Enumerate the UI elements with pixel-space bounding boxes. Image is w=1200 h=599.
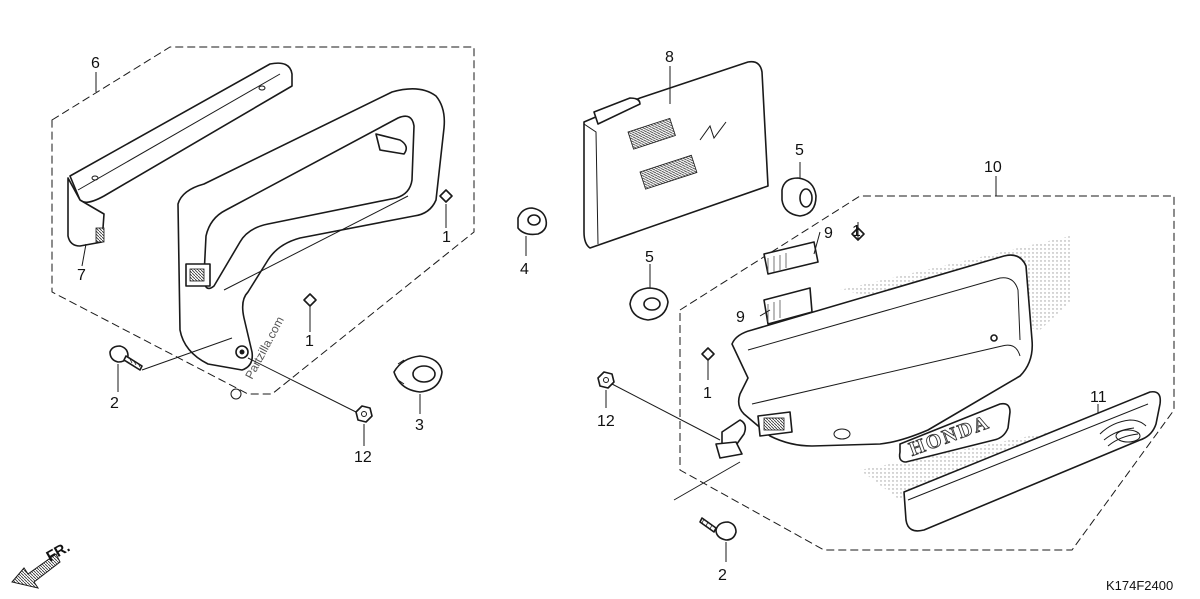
part-8-mark — [699, 121, 727, 141]
nut-12-right-hole — [603, 377, 609, 383]
nut-12-left-hole — [361, 411, 367, 417]
left-cover-assembly: Partzilla.com — [51, 46, 475, 446]
right-cover-upper-edge — [747, 277, 1021, 351]
callout-6: 6 — [91, 55, 100, 72]
watermark-logo — [230, 388, 242, 400]
grommet-3 — [393, 355, 443, 393]
grommet-4 — [517, 207, 548, 256]
left-cover-mount-hole-center — [239, 349, 245, 355]
callout-4: 4 — [520, 261, 529, 278]
left-cover-inner-edge — [223, 195, 409, 291]
right-cover-assembly: HONDA — [597, 176, 1175, 562]
lead-9b — [759, 309, 771, 317]
right-cover-slot-inner — [763, 417, 785, 431]
grommet-1-right-mid — [701, 347, 715, 361]
right-cover-hole — [833, 428, 851, 440]
right-cover-lower-edge — [751, 344, 1021, 405]
right-side-cover — [731, 254, 1034, 447]
grommet-5-lower — [629, 264, 669, 321]
callout-12: 12 — [354, 449, 372, 466]
part-8-pad — [583, 60, 769, 249]
grommet-5-upper — [781, 162, 817, 217]
part-6-hole-b — [91, 175, 99, 181]
lead-2a-route — [141, 337, 233, 371]
bolt-2-left — [109, 345, 143, 371]
callout-9: 9 — [736, 309, 745, 326]
bolt-2-right — [699, 517, 737, 541]
wing-emblem — [1099, 419, 1147, 447]
part-6-ridge — [77, 73, 281, 191]
callout-2: 2 — [718, 567, 727, 584]
part-7-grip — [95, 227, 105, 243]
wing-emblem-ring — [1115, 429, 1141, 443]
right-cover-tab-foot — [715, 441, 743, 459]
callout-10: 10 — [984, 159, 1002, 176]
grommet-1-top — [439, 189, 453, 203]
callout-1: 1 — [305, 333, 314, 350]
lead-2b-route — [673, 461, 741, 501]
emblem-plate — [898, 402, 1011, 463]
left-cover-slot-inner — [189, 268, 205, 282]
left-cover-window — [203, 115, 415, 290]
callout-7: 7 — [77, 267, 86, 284]
lead-12a-route — [247, 357, 357, 413]
part-11-trim — [903, 390, 1162, 532]
callout-12: 12 — [597, 413, 615, 430]
callout-5: 5 — [645, 249, 654, 266]
right-cover-pin — [990, 334, 998, 342]
callout-1: 1 — [703, 385, 712, 402]
part-8-label-b — [639, 154, 698, 190]
callout-9: 9 — [824, 225, 833, 242]
part-6-hole-a — [258, 85, 266, 91]
front-arrow — [11, 553, 61, 589]
pad-9-lower — [763, 287, 813, 325]
right-assembly-boundary — [679, 195, 1175, 551]
callout-5: 5 — [795, 142, 804, 159]
nut-12-left — [355, 405, 373, 423]
lead-7 — [81, 243, 87, 267]
callout-3: 3 — [415, 417, 424, 434]
part-8-label-a — [627, 117, 676, 150]
left-assembly-boundary — [51, 46, 475, 395]
nut-12-right — [597, 371, 615, 389]
callout-11: 11 — [1090, 389, 1107, 406]
callout-1: 1 — [852, 223, 861, 240]
callout-1: 1 — [442, 229, 451, 246]
callout-8: 8 — [665, 49, 674, 66]
diagram-code: K174F2400 — [1106, 578, 1173, 593]
lead-9a — [813, 231, 821, 255]
grommet-1-mid — [303, 293, 317, 307]
pad-9-upper — [763, 241, 819, 275]
lead-12b-route — [611, 383, 721, 441]
left-cover-clip-head — [375, 133, 408, 155]
callout-2: 2 — [110, 395, 119, 412]
